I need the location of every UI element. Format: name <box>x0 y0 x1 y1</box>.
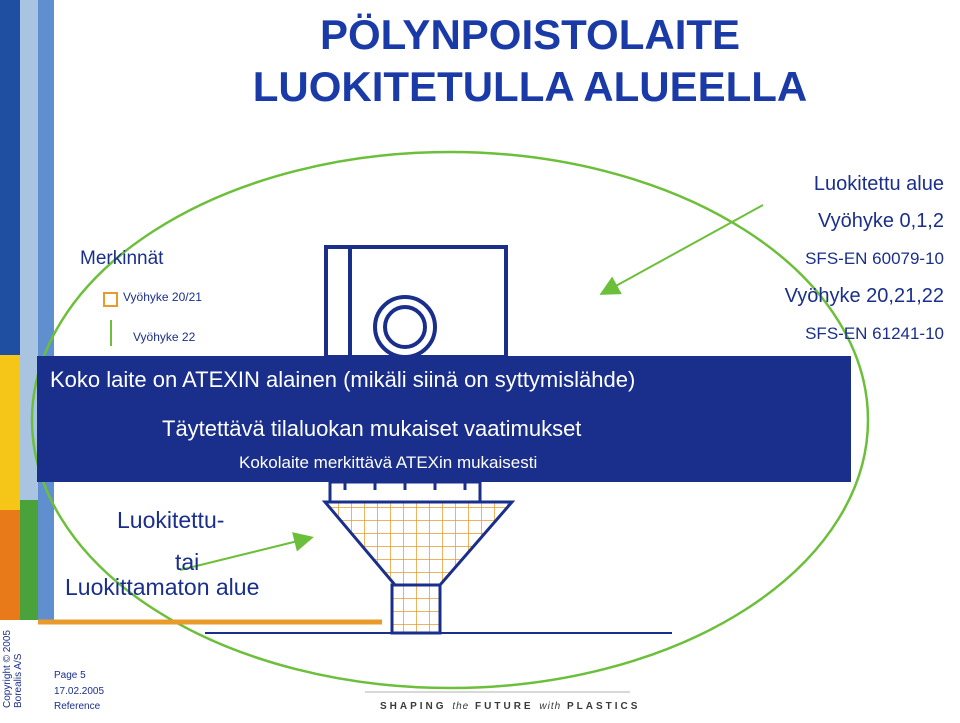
area-label-line1: Luokitettu- <box>117 507 225 533</box>
standard-60079-label: SFS-EN 60079-10 <box>805 249 944 268</box>
stripe-light-blue <box>20 0 38 620</box>
stripe-green <box>20 500 38 620</box>
arrow-bottom-left <box>179 532 314 571</box>
stripe-yellow <box>0 355 20 510</box>
banner-line1: Koko laite on ATEXIN alainen (mikäli sii… <box>50 367 636 392</box>
slogan-word-plastics: PLASTICS <box>566 701 641 712</box>
zone-202122-label: Vyöhyke 20,21,22 <box>784 285 944 307</box>
slogan-word-shaping: SHAPING <box>380 701 447 712</box>
legend-swatch-zone-22 <box>110 320 112 346</box>
banner-line2: Täytettävä tilaluokan mukaiset vaatimuks… <box>162 416 582 441</box>
area-label-line2: tai <box>175 549 200 575</box>
area-label-line3: Luokittamaton alue <box>65 574 260 600</box>
footer-slogan: SHAPING the FUTURE with PLASTICS <box>380 701 640 712</box>
banner-line3: Kokolaite merkittävä ATEXin mukaisesti <box>239 453 538 472</box>
slogan-word-the: the <box>452 701 470 712</box>
page-title-line1: PÖLYNPOISTOLAITE <box>319 11 741 58</box>
page-number: Page 5 <box>54 670 86 681</box>
legend-item-zone-22: Vyöhyke 22 <box>133 330 196 344</box>
slogan-word-future: FUTURE <box>475 701 534 712</box>
atex-banner: Koko laite on ATEXIN alainen (mikäli sii… <box>37 356 851 482</box>
copyright-text: Copyright © 2005 <box>2 630 13 708</box>
classified-area-label: Luokitettu alue <box>813 173 944 195</box>
machine-filter-section <box>328 480 482 504</box>
arrow-top-right <box>599 204 764 295</box>
footer-reference: Reference <box>54 701 101 712</box>
footer-date: 17.02.2005 <box>54 686 105 697</box>
machine-hopper <box>321 500 516 635</box>
classified-area-ellipse <box>30 150 870 690</box>
page-title-line2: LUOKITETULLA ALUEELLA <box>252 63 808 110</box>
company-text: Borealis A/S <box>13 653 24 708</box>
machine-upper <box>324 245 508 359</box>
slogan-word-with: with <box>539 701 562 712</box>
stripe-orange <box>0 510 20 620</box>
legend-heading: Merkinnät <box>80 248 164 269</box>
legend-item-zone-2021: Vyöhyke 20/21 <box>123 290 202 304</box>
standard-61241-label: SFS-EN 61241-10 <box>805 324 944 343</box>
copyright-vertical: Copyright © 2005 Borealis A/S <box>2 630 24 708</box>
zone-012-label: Vyöhyke 0,1,2 <box>817 210 944 232</box>
legend-swatch-zone-2021 <box>103 292 118 307</box>
